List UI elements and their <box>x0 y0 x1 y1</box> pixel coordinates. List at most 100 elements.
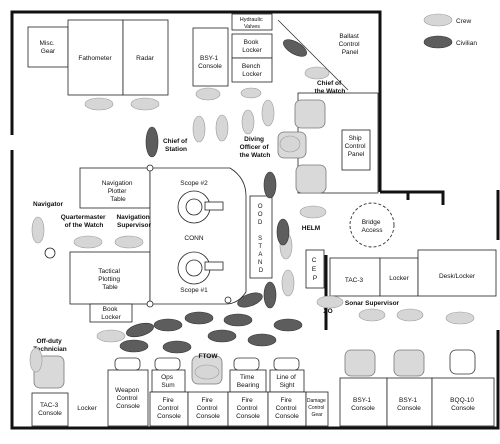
ood-stand-label: O O D S T A N D <box>258 204 264 274</box>
navigator-label: Navigator <box>33 201 63 208</box>
bench-locker-box <box>231 57 273 83</box>
desk-locker-box <box>417 249 497 297</box>
chair-weapon-control <box>114 357 141 371</box>
civ-xo <box>273 318 303 332</box>
civilian-figures <box>119 39 307 354</box>
weapon-control-label: Weapon Control Console <box>115 387 141 410</box>
scope1-handle <box>204 261 224 271</box>
ship-control-panel-label: Ship Control Panel <box>345 135 368 158</box>
civ-ftow-1 <box>207 329 237 343</box>
damage-control-box <box>305 391 329 427</box>
ship-control-area: Ship Control Panel <box>277 92 379 194</box>
quartermaster-label: Quartermaster of the Watch <box>61 214 108 229</box>
crew-fathometer <box>84 97 114 111</box>
fire-control-3-label: Fire Control Console <box>236 397 260 420</box>
ballast-panel-edge <box>277 19 349 91</box>
conn-post-2 <box>146 300 154 308</box>
hydraulic-valves-label: Hydraulic Valves <box>240 17 264 30</box>
legend-crew-label: Crew <box>456 18 471 25</box>
tac3-bottom-box <box>31 392 69 427</box>
crew-station-2 <box>192 115 206 143</box>
time-bearing-label: Time Bearing <box>237 374 260 389</box>
crew-sonar-2 <box>396 308 424 322</box>
fire-control-3-box <box>227 391 269 427</box>
desk-locker-label: Desk/Locker <box>439 273 476 280</box>
ftow-label: FTOW <box>198 353 218 360</box>
civ-ops <box>162 340 192 354</box>
book-locker-left-box <box>89 303 133 323</box>
chair-bsy1-a <box>344 349 376 377</box>
civ-conn-2 <box>223 313 253 327</box>
hydraulic-valves-box <box>231 13 273 31</box>
periscope-stand: Scope #2 Scope #1 CONN O O D S T A N D <box>146 164 273 308</box>
scope2-label: Scope #2 <box>180 180 208 187</box>
legend-civilian-label: Civilian <box>456 40 477 47</box>
civ-plotting-1 <box>126 322 154 338</box>
chair-bqq10 <box>449 349 476 375</box>
chair-ship-control-1 <box>294 99 326 129</box>
conn-label: CONN <box>184 235 203 242</box>
nav-supervisor-label: Navigation Supervisor <box>116 214 151 229</box>
radar-box <box>122 19 169 96</box>
crew-navigator <box>31 216 45 244</box>
crew-chief-watch <box>304 66 330 80</box>
fathometer-label: Fathometer <box>78 55 112 62</box>
ood-stand-box <box>249 195 273 279</box>
misc-gear-label: Misc. Gear <box>40 40 57 55</box>
line-of-sight-label: Line of Sight <box>276 374 297 389</box>
chief-of-watch-label: Chief of the Watch <box>315 80 346 95</box>
crew-sonar-3 <box>445 311 475 325</box>
crew-helm <box>299 205 327 219</box>
tac3-bottom-label: TAC-3 Console <box>38 402 62 417</box>
offduty-tech-label: Off-duty Technician <box>33 338 67 353</box>
bsy1-a-box <box>339 377 388 427</box>
wall-top <box>10 10 382 192</box>
misc-gear-box <box>27 26 69 68</box>
civ-diving <box>263 171 277 199</box>
crew-bench <box>240 87 262 99</box>
bridge-access-label: Bridge Access <box>362 219 384 234</box>
tac3-right-box <box>329 257 381 297</box>
civ-conn-1 <box>237 292 263 308</box>
chair-ops-sum <box>154 357 181 371</box>
fire-control-1-box <box>149 391 189 427</box>
crew-ftow <box>194 364 220 380</box>
bridge-access-circle <box>349 202 395 248</box>
locker-bottom-label: Locker <box>77 405 97 412</box>
fathometer-box <box>67 19 124 96</box>
book-locker-top-box <box>231 33 273 59</box>
civ-plotting-3 <box>184 311 214 325</box>
crew-tac3 <box>29 347 43 373</box>
bsy1-b-label: BSY-1 Console <box>397 397 421 412</box>
weapon-control-box <box>107 369 149 427</box>
sonar-consoles: BSY-1 Console BSY-1 Console BQQ-10 Conso… <box>339 349 495 427</box>
ship-control-panel-box <box>341 129 371 171</box>
top-consoles: Misc. Gear Fathometer Radar BSY-1 Consol… <box>27 13 360 96</box>
diving-officer-label: Diving Officer of the Watch <box>240 136 271 159</box>
nav-stool <box>44 247 56 259</box>
tac3-right-label: TAC-3 <box>345 277 364 284</box>
legend: Crew Civilian <box>423 13 477 49</box>
fire-control-2-label: Fire Control Console <box>196 397 220 420</box>
chair-line-of-sight <box>273 357 300 371</box>
conn-post-3 <box>224 296 232 304</box>
bsy1-top-box <box>192 27 229 87</box>
civ-weapon <box>119 339 149 353</box>
nav-area: Navigation Plotter Table Tactical Plotti… <box>44 167 151 323</box>
xo-label: XO <box>323 308 332 315</box>
conn-post-1 <box>146 164 154 172</box>
fire-control-4-label: Fire Control Console <box>275 397 299 420</box>
scope2-inner <box>185 198 203 216</box>
chair-time-bearing <box>233 357 260 371</box>
crew-figures <box>29 66 475 380</box>
chair-ship-control-2 <box>295 164 327 194</box>
fire-control-row: TAC-3 Console Locker Weapon Control Cons… <box>31 355 329 427</box>
tactical-plotting-label: Tactical Plotting Table <box>98 268 122 291</box>
helm-label: HELM <box>302 225 320 232</box>
scope1-inner <box>185 259 203 277</box>
crew-ood-2 <box>281 269 295 297</box>
walls <box>10 10 500 430</box>
ops-sum-label: Ops Sum <box>161 374 175 389</box>
